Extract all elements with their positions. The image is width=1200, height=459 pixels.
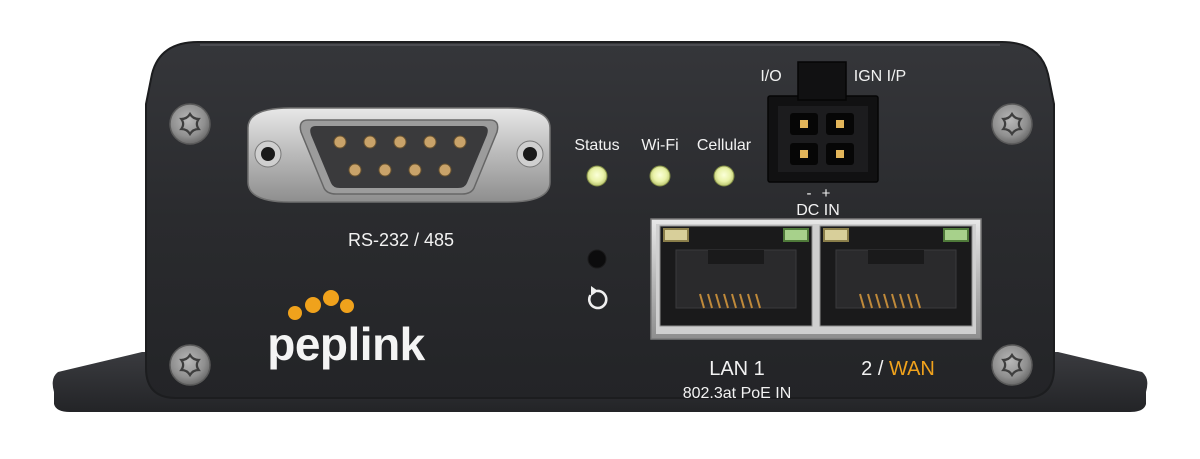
poe-label: 802.3at PoE IN <box>683 385 792 402</box>
torx-screw-icon <box>168 343 212 387</box>
dc-in-label: DC IN <box>796 202 840 219</box>
cellular-led <box>713 165 735 187</box>
torx-screw-icon <box>990 102 1034 146</box>
peplink-logo-dots <box>288 290 354 320</box>
cellular-led-label: Cellular <box>697 137 752 154</box>
torx-screw-icon <box>990 343 1034 387</box>
wifi-led <box>649 165 671 187</box>
serial-port[interactable] <box>247 107 551 203</box>
ign-label: IGN I/P <box>854 68 906 85</box>
port2-slash: / <box>872 358 889 380</box>
dc-power-connector[interactable] <box>767 61 879 183</box>
status-led-label: Status <box>574 137 619 154</box>
status-led <box>586 165 608 187</box>
lan1-port[interactable] <box>659 225 813 327</box>
wan-port[interactable] <box>819 225 973 327</box>
port2-wan-label: 2 / WAN <box>861 358 935 380</box>
reset-pinhole[interactable] <box>587 249 607 269</box>
dc-plus-label: + <box>822 185 831 202</box>
reset-icon <box>588 286 608 310</box>
torx-screw-icon <box>168 102 212 146</box>
serial-port-label: RS-232 / 485 <box>348 230 454 250</box>
io-label: I/O <box>760 68 781 85</box>
port2-wan-text: WAN <box>889 358 935 380</box>
dc-minus-label: - <box>807 185 812 202</box>
wifi-led-label: Wi-Fi <box>641 137 678 154</box>
brand-logo: peplink <box>267 318 425 370</box>
lan1-label: LAN 1 <box>709 358 765 380</box>
port2-number: 2 <box>861 358 872 380</box>
